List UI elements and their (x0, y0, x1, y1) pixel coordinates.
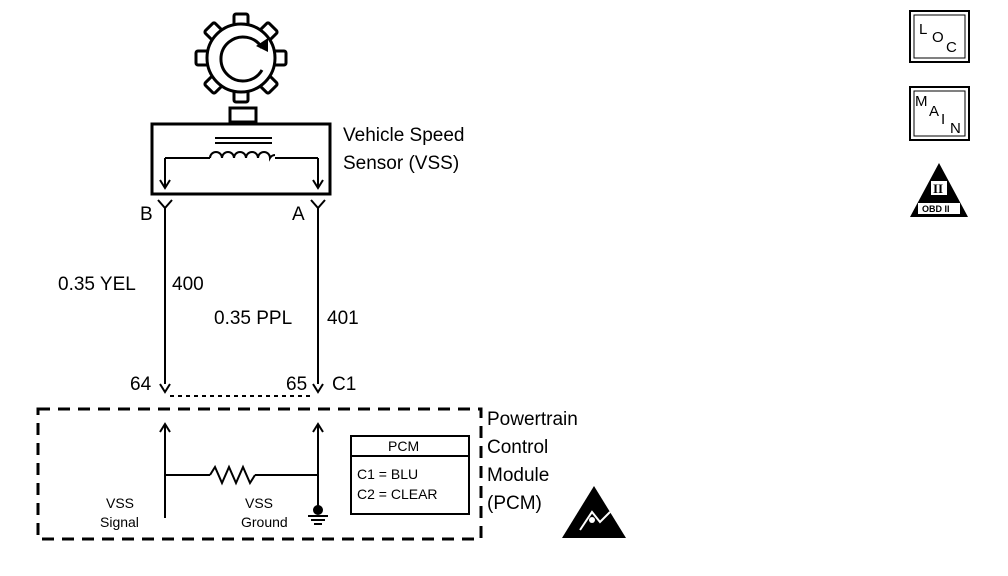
svg-text:O: O (932, 29, 944, 46)
vss-ground-line1: VSS (245, 495, 273, 511)
vss-signal-line2: Signal (100, 514, 139, 530)
location-icon[interactable]: L O C (909, 10, 970, 63)
sensor-title-line2: Sensor (VSS) (343, 153, 459, 174)
reluctor-wheel-icon (194, 12, 288, 124)
svg-text:N: N (950, 120, 961, 137)
wire-401-circuit: 401 (327, 308, 359, 329)
svg-text:I: I (941, 111, 945, 128)
pcm-connector-table (350, 435, 470, 515)
pcm-table-header: PCM (388, 438, 419, 454)
connector-c1-label: C1 (332, 374, 356, 395)
pcm-internal-circuit (159, 422, 324, 518)
pcm-title-line1: Powertrain (487, 409, 578, 430)
connector-pin-65: 65 (286, 374, 307, 395)
connector-pin-64: 64 (130, 374, 152, 395)
svg-text:C: C (946, 39, 957, 56)
main-icon[interactable]: M A I N (909, 86, 970, 141)
ground-icon (308, 505, 328, 525)
sensor-title-line1: Vehicle Speed (343, 125, 465, 146)
pcm-title-line4: (PCM) (487, 493, 542, 514)
vss-signal-line1: VSS (106, 495, 134, 511)
vss-ground-line2: Ground (241, 514, 288, 530)
pcm-table-row2: C2 = CLEAR (357, 486, 438, 502)
wire-400-circuit: 400 (172, 274, 204, 295)
pcm-boundary (36, 407, 483, 541)
svg-text:OBD II: OBD II (922, 204, 950, 214)
pcm-connector-c1 (159, 383, 324, 397)
pcm-title-line2: Control (487, 437, 548, 458)
svg-text:A: A (929, 103, 939, 120)
circuit-wires (164, 208, 319, 384)
pcm-title-line3: Module (487, 465, 549, 486)
pin-a-label: A (292, 204, 305, 225)
svg-text:M: M (915, 93, 928, 110)
esd-warning-icon (562, 486, 626, 538)
wire-400-color: 0.35 YEL (58, 274, 136, 295)
svg-text:L: L (919, 21, 927, 38)
pin-b-label: B (140, 204, 153, 225)
svg-text:II: II (933, 181, 943, 196)
pcm-table-row1: C1 = BLU (357, 466, 418, 482)
wire-401-color: 0.35 PPL (214, 308, 292, 329)
vehicle-speed-sensor (150, 122, 332, 196)
obd-ii-warning-icon[interactable]: II OBD II (910, 163, 968, 217)
